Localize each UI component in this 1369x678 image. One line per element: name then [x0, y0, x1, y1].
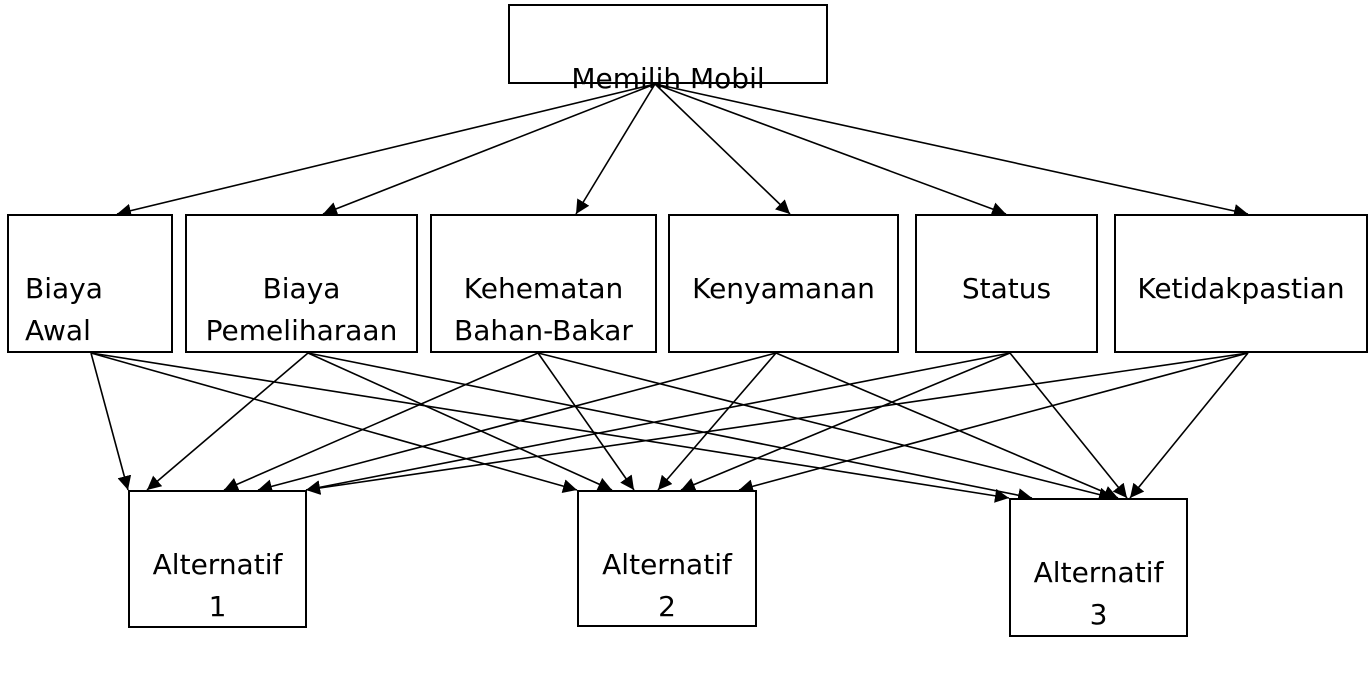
- criterion-node-kenyamanan: Kenyamanan: [668, 214, 899, 353]
- edge-criterion-6-to-alternative-3: [1129, 352, 1249, 499]
- edge-goal-to-criterion-1: [116, 83, 656, 218]
- edge-criterion-3-to-alternative-3: [537, 352, 1114, 502]
- edge-criterion-4-to-alternative-1: [257, 352, 777, 494]
- connector-layer: [90, 83, 1249, 503]
- alternative-label: Alternatif 3: [1033, 556, 1164, 631]
- edge-criterion-2-to-alternative-2: [307, 352, 613, 491]
- goal-label: Memilih Mobil: [571, 62, 765, 95]
- alternative-node-2: Alternatif 2: [577, 490, 757, 627]
- edge-criterion-3-to-alternative-1: [223, 352, 539, 491]
- criterion-node-biaya-pemeliharaan: Biaya Pemeliharaan: [185, 214, 418, 353]
- edge-criterion-5-to-alternative-1: [305, 352, 1011, 495]
- edge-goal-to-criterion-6: [654, 83, 1249, 218]
- ahp-hierarchy-diagram: Memilih Mobil Biaya Awal Biaya Pemelihar…: [7, 4, 1368, 637]
- edge-criterion-2-to-alternative-3: [307, 352, 1033, 503]
- criterion-node-biaya-awal: Biaya Awal: [7, 214, 173, 353]
- edge-criterion-6-to-alternative-2: [738, 352, 1249, 494]
- edge-goal-to-criterion-4: [654, 83, 791, 215]
- criterion-label: Biaya Awal: [25, 272, 103, 347]
- edge-goal-to-criterion-5: [654, 83, 1007, 216]
- criterion-node-kehematan-bahan-bakar: Kehematan Bahan-Bakar: [430, 214, 657, 353]
- criterion-node-ketidakpastian: Ketidakpastian: [1114, 214, 1368, 353]
- alternative-label: Alternatif 1: [152, 548, 283, 623]
- edge-criterion-1-to-alternative-3: [90, 352, 1010, 503]
- alternative-label: Alternatif 2: [602, 548, 732, 623]
- edge-goal-to-criterion-2: [322, 83, 656, 216]
- edge-criterion-6-to-alternative-1: [305, 352, 1249, 495]
- edge-criterion-1-to-alternative-1: [90, 352, 132, 491]
- criterion-label: Status: [961, 272, 1052, 305]
- edge-criterion-4-to-alternative-2: [657, 352, 777, 491]
- criterion-label: Kenyamanan: [692, 272, 875, 305]
- goal-node: Memilih Mobil: [508, 4, 828, 95]
- edge-criterion-4-to-alternative-3: [775, 352, 1119, 499]
- edge-criterion-5-to-alternative-2: [680, 352, 1011, 492]
- criterion-label: Ketidakpastian: [1137, 272, 1345, 305]
- edge-criterion-5-to-alternative-3: [1009, 352, 1128, 499]
- alternative-node-1: Alternatif 1: [128, 490, 307, 628]
- edge-goal-to-criterion-3: [575, 83, 656, 215]
- criterion-node-status: Status: [915, 214, 1098, 353]
- criterion-label: Biaya Pemeliharaan: [205, 272, 398, 347]
- edge-criterion-1-to-alternative-2: [90, 352, 578, 493]
- edge-criterion-3-to-alternative-2: [537, 352, 635, 491]
- criterion-label: Kehematan Bahan-Bakar: [454, 272, 633, 347]
- alternative-node-3: Alternatif 3: [1009, 498, 1188, 637]
- edge-criterion-2-to-alternative-1: [146, 352, 309, 491]
